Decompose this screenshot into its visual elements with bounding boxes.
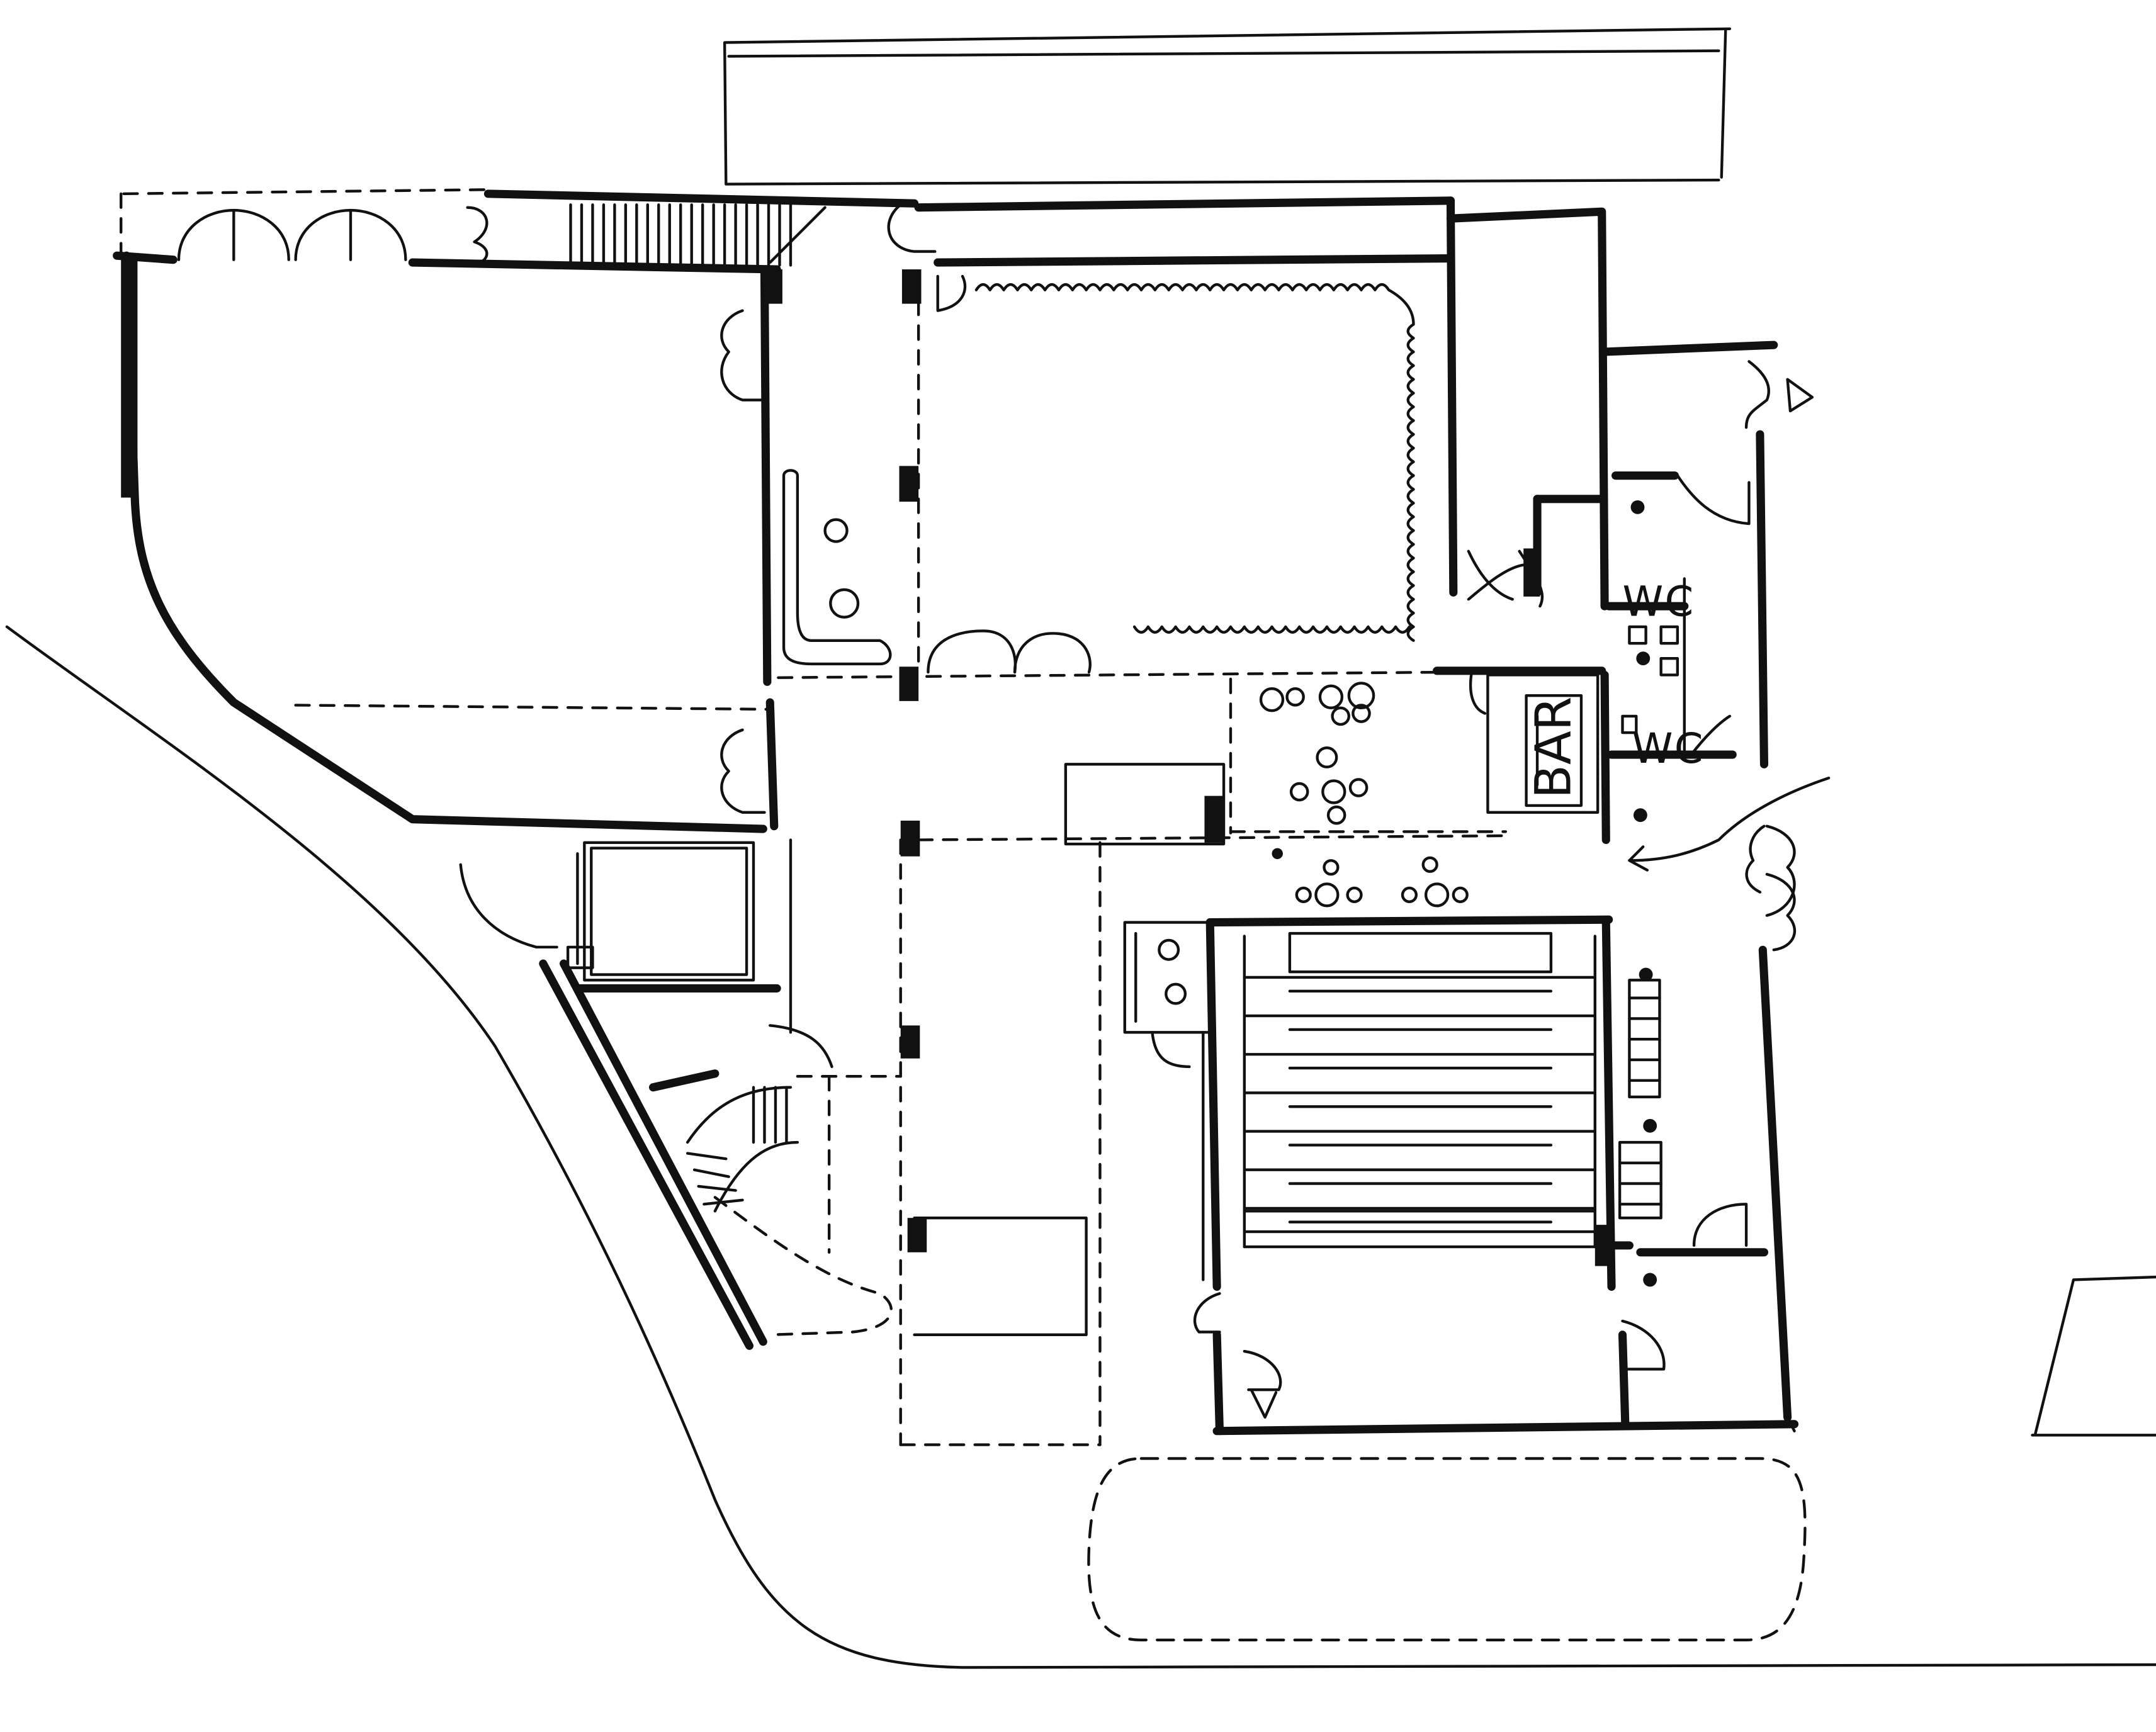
side-seating [1618,979,1662,1220]
right-annex [2031,1275,2156,1437]
street-curve [5,625,2156,1669]
drop-off-loop [1087,1457,1807,1641]
top-annex [723,27,1732,186]
wc-fixtures [1272,500,1657,1287]
top-staircase [569,203,827,267]
planter [823,518,849,543]
wc-cubicles [1621,577,1686,759]
interior-lines [576,714,1796,1432]
theatre-seating [1243,931,1596,1249]
gallery-display-rail [782,469,892,666]
dashed-boundaries [120,188,1508,1446]
bar-label: BAR [1524,697,1582,799]
bar-counter [1486,673,1600,814]
stage-curtain [974,283,1415,642]
cafe-furniture [1158,682,1469,1005]
columns [121,257,1615,1266]
door-swings [177,203,1831,1419]
structural-walls [113,189,1799,1436]
wc-label-upper: WC [1622,578,1695,626]
planter [829,588,860,619]
reception-desk [1064,763,1226,846]
wc-label-lower: WC [1632,725,1705,773]
lift-box [566,841,755,982]
control-booth [1123,921,1212,1069]
spiral-staircase [686,1086,799,1213]
